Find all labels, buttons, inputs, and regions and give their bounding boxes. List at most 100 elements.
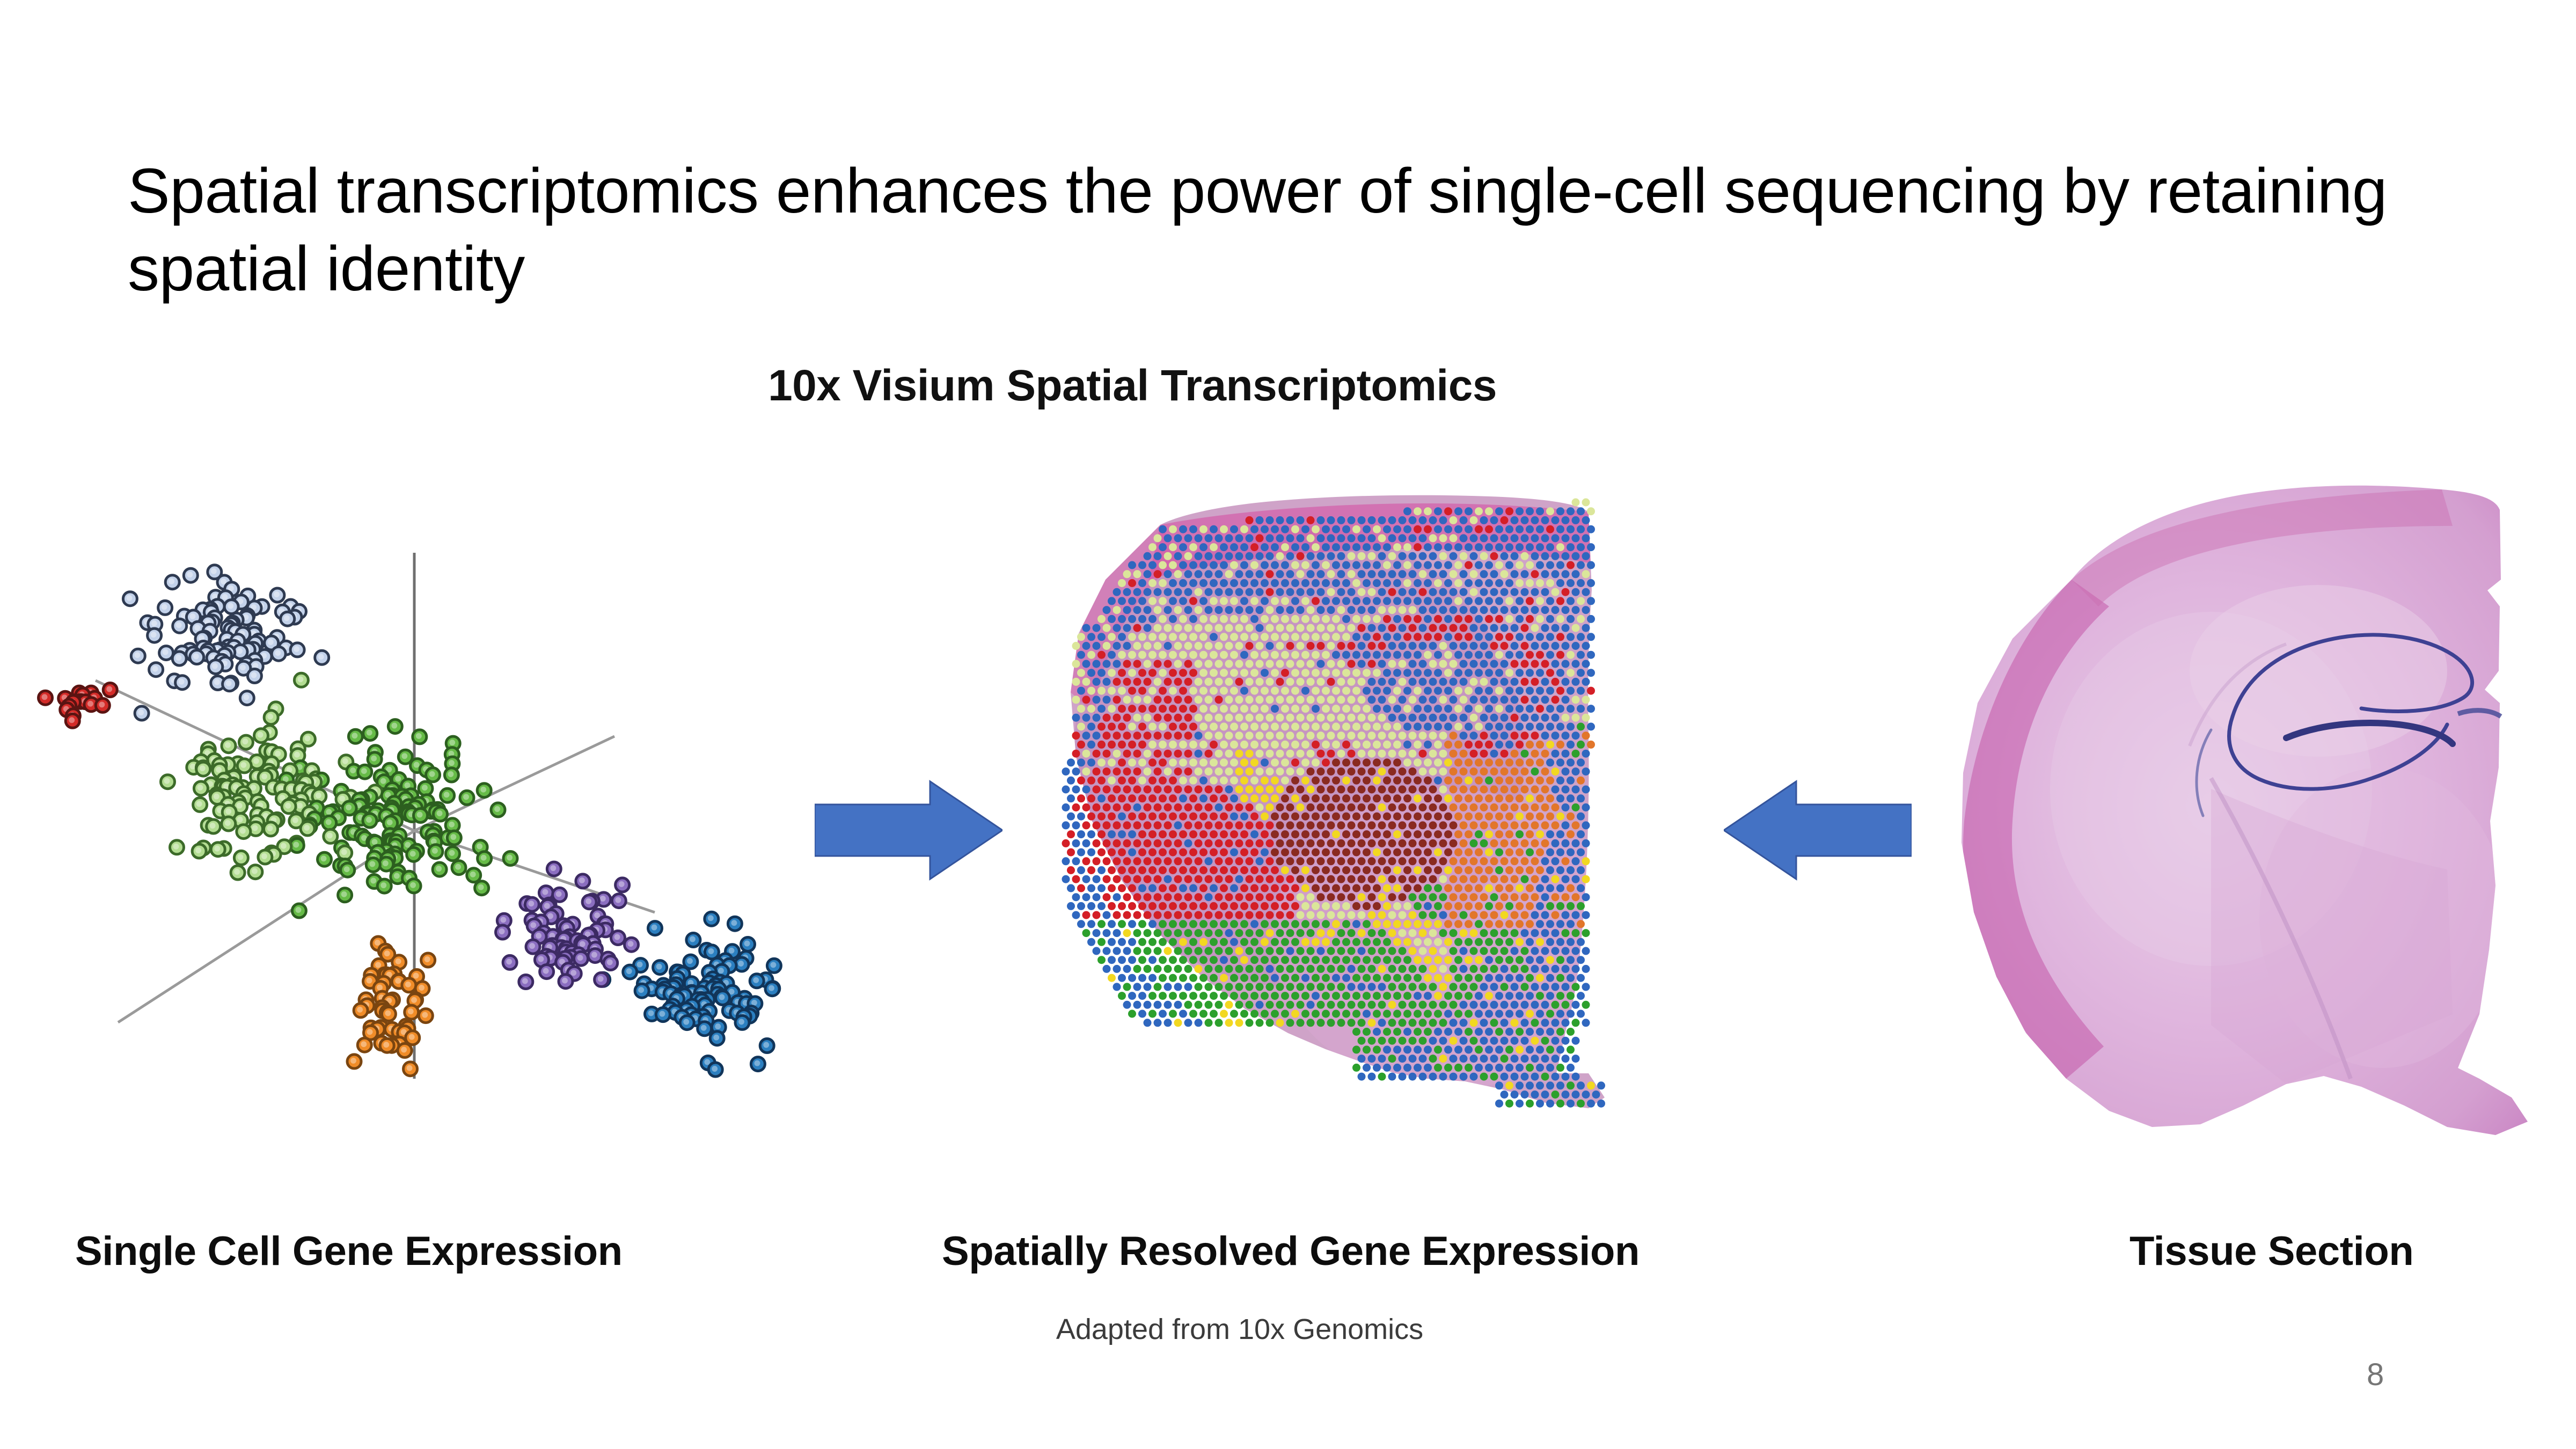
visium-spot bbox=[1454, 1028, 1462, 1036]
visium-spot bbox=[1169, 650, 1177, 659]
visium-spot bbox=[1516, 614, 1524, 623]
visium-spot bbox=[1179, 830, 1187, 839]
visium-spot bbox=[1199, 722, 1208, 731]
visium-spot bbox=[1373, 830, 1381, 839]
visium-spot bbox=[1475, 669, 1483, 677]
visium-spot bbox=[1510, 1072, 1519, 1081]
visium-spot bbox=[1556, 669, 1564, 677]
visium-spot bbox=[1255, 803, 1264, 811]
visium-spot bbox=[1133, 839, 1141, 847]
visium-spot bbox=[1108, 920, 1116, 928]
scatter-point bbox=[316, 851, 333, 868]
visium-spot bbox=[1174, 749, 1182, 758]
visium-spot bbox=[1393, 669, 1401, 677]
visium-spot bbox=[1189, 597, 1197, 605]
visium-spot bbox=[1286, 1000, 1294, 1009]
visium-spot bbox=[1148, 740, 1157, 749]
visium-spot bbox=[1133, 767, 1141, 776]
visium-spot bbox=[1291, 525, 1299, 533]
visium-spot bbox=[1536, 902, 1544, 910]
visium-spot bbox=[1087, 633, 1095, 641]
visium-spot bbox=[1449, 731, 1458, 740]
visium-spot bbox=[1454, 794, 1462, 803]
visium-spot bbox=[1469, 803, 1478, 811]
visium-spot bbox=[1291, 848, 1299, 857]
visium-spot bbox=[1092, 929, 1101, 938]
visium-spot bbox=[1388, 624, 1396, 632]
visium-spot bbox=[1306, 857, 1315, 866]
visium-spot bbox=[1388, 911, 1396, 919]
visium-spot bbox=[1541, 1091, 1549, 1099]
visium-spot bbox=[1296, 570, 1305, 579]
visium-spot bbox=[1510, 1019, 1519, 1027]
visium-spot bbox=[1418, 642, 1427, 650]
visium-spot bbox=[1118, 992, 1126, 1000]
visium-spot bbox=[1184, 660, 1192, 668]
visium-spot bbox=[1388, 606, 1396, 614]
visium-spot bbox=[1342, 597, 1350, 605]
visium-spot bbox=[1230, 525, 1238, 533]
visium-spot bbox=[1434, 686, 1442, 695]
visium-spot bbox=[1143, 929, 1152, 938]
visium-spot bbox=[1561, 660, 1570, 668]
visium-spot bbox=[1265, 677, 1274, 686]
visium-spot bbox=[1526, 884, 1534, 892]
visium-spot bbox=[1128, 794, 1136, 803]
visium-spot bbox=[1230, 956, 1238, 964]
visium-spot bbox=[1398, 1036, 1407, 1045]
visium-spot bbox=[1561, 893, 1570, 902]
visium-spot bbox=[1123, 660, 1131, 668]
visium-spot bbox=[1526, 686, 1534, 695]
visium-spot bbox=[1194, 534, 1203, 543]
visium-spot bbox=[1230, 830, 1238, 839]
visium-spot bbox=[1342, 525, 1350, 533]
visium-spot bbox=[1480, 642, 1488, 650]
visium-spot bbox=[1500, 677, 1509, 686]
visium-spot bbox=[1439, 660, 1447, 668]
caption-tissue: Tissue Section bbox=[2129, 1228, 2414, 1274]
visium-spot bbox=[1163, 785, 1172, 794]
visium-spot bbox=[1077, 866, 1085, 874]
visium-spot bbox=[1363, 974, 1371, 982]
visium-spot bbox=[1495, 579, 1503, 587]
visium-spot bbox=[1245, 588, 1254, 596]
visium-spot bbox=[1418, 1000, 1427, 1009]
visium-spot bbox=[1153, 911, 1162, 919]
visium-spot bbox=[1169, 884, 1177, 892]
visium-spot bbox=[1577, 686, 1585, 695]
visium-spot bbox=[1516, 812, 1524, 821]
visium-spot bbox=[1271, 956, 1279, 964]
visium-spot bbox=[1230, 597, 1238, 605]
visium-spot bbox=[1240, 614, 1248, 623]
visium-spot bbox=[1250, 669, 1258, 677]
visium-spot bbox=[1561, 911, 1570, 919]
visium-spot bbox=[1276, 983, 1284, 991]
visium-spot bbox=[1444, 758, 1452, 767]
visium-spot bbox=[1189, 902, 1197, 910]
visium-spot bbox=[1388, 552, 1396, 560]
visium-spot bbox=[1347, 785, 1356, 794]
visium-spot bbox=[1363, 848, 1371, 857]
visium-spot bbox=[1424, 992, 1432, 1000]
visium-spot bbox=[1087, 812, 1095, 821]
visium-spot bbox=[1424, 722, 1432, 731]
visium-spot bbox=[1225, 677, 1233, 686]
visium-spot bbox=[1414, 525, 1422, 533]
scatter-point bbox=[405, 877, 422, 895]
visium-spot bbox=[1577, 848, 1585, 857]
visium-spot bbox=[1301, 938, 1309, 946]
visium-spot bbox=[1418, 696, 1427, 704]
scatter-point bbox=[378, 1037, 396, 1054]
visium-spot bbox=[1434, 525, 1442, 533]
single-cell-scatter-chart bbox=[37, 553, 782, 1079]
visium-spot bbox=[1500, 606, 1509, 614]
visium-spot bbox=[1429, 1000, 1437, 1009]
visium-spot bbox=[1490, 516, 1498, 524]
visium-spot bbox=[1546, 686, 1554, 695]
visium-spot bbox=[1459, 803, 1468, 811]
visium-spot bbox=[1169, 543, 1177, 552]
visium-spot bbox=[1465, 1045, 1473, 1054]
visium-spot bbox=[1465, 974, 1473, 982]
scatter-point bbox=[352, 1002, 369, 1019]
visium-spot bbox=[1485, 812, 1493, 821]
